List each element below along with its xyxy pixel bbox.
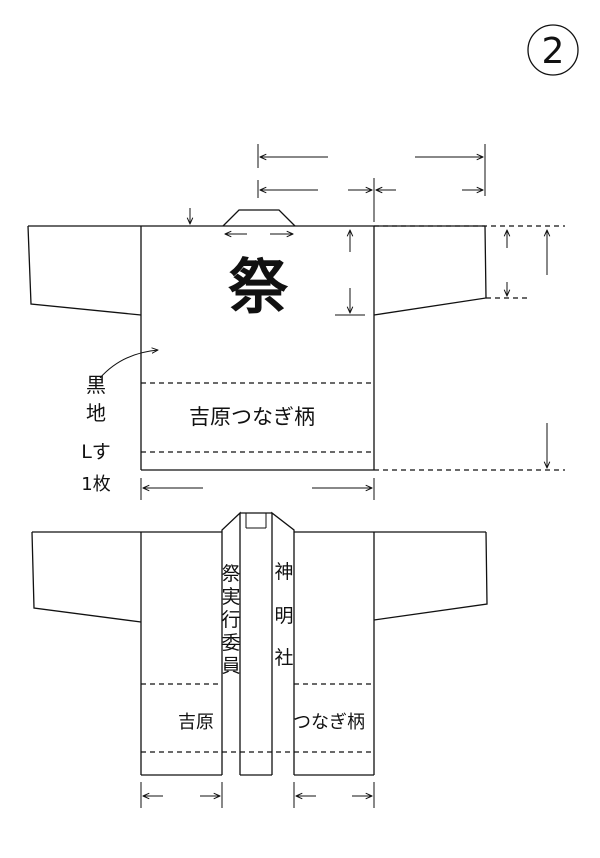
collar-left-char-4: 委 [221, 632, 240, 654]
top-garment-view: 祭 吉原つなぎ柄 黒 地 Lす 1枚 [27, 144, 565, 500]
collar-left-char-5: 員 [221, 655, 240, 677]
collar-notch [222, 209, 296, 227]
collar-right-char-2: 明 [274, 605, 293, 627]
band-pattern-label: 吉原つなぎ柄 [189, 405, 315, 429]
collar-left-char-2: 実 [221, 586, 240, 608]
collar-left-char-1: 祭 [221, 563, 240, 585]
left-sleeve [31, 531, 142, 623]
right-collar-band [271, 511, 295, 775]
back-emblem-kanji: 祭 [228, 253, 289, 323]
annotation-line-2: 地 [86, 401, 106, 425]
bottom-garment-view: 祭 実 行 委 員 神 明 社 吉原 つなぎ柄 [31, 511, 488, 808]
annotation-line-1: 黒 [86, 373, 106, 397]
page-number: 2 [542, 31, 565, 72]
annotation-line-3: Lす [81, 441, 111, 463]
collar-left-char-3: 行 [221, 609, 240, 631]
left-sleeve [27, 225, 142, 316]
annotation-line-4: 1枚 [81, 474, 110, 495]
collar-right-char-3: 社 [274, 647, 293, 669]
collar-right-char-1: 神 [274, 561, 293, 583]
band-right-label: つなぎ柄 [293, 712, 365, 733]
band-left-label: 吉原 [178, 712, 214, 733]
annotation-pointer-arrow [99, 350, 158, 379]
right-sleeve [373, 225, 487, 316]
right-sleeve [373, 531, 488, 621]
left-collar-band [221, 511, 241, 775]
page-number-badge: 2 [527, 24, 579, 76]
